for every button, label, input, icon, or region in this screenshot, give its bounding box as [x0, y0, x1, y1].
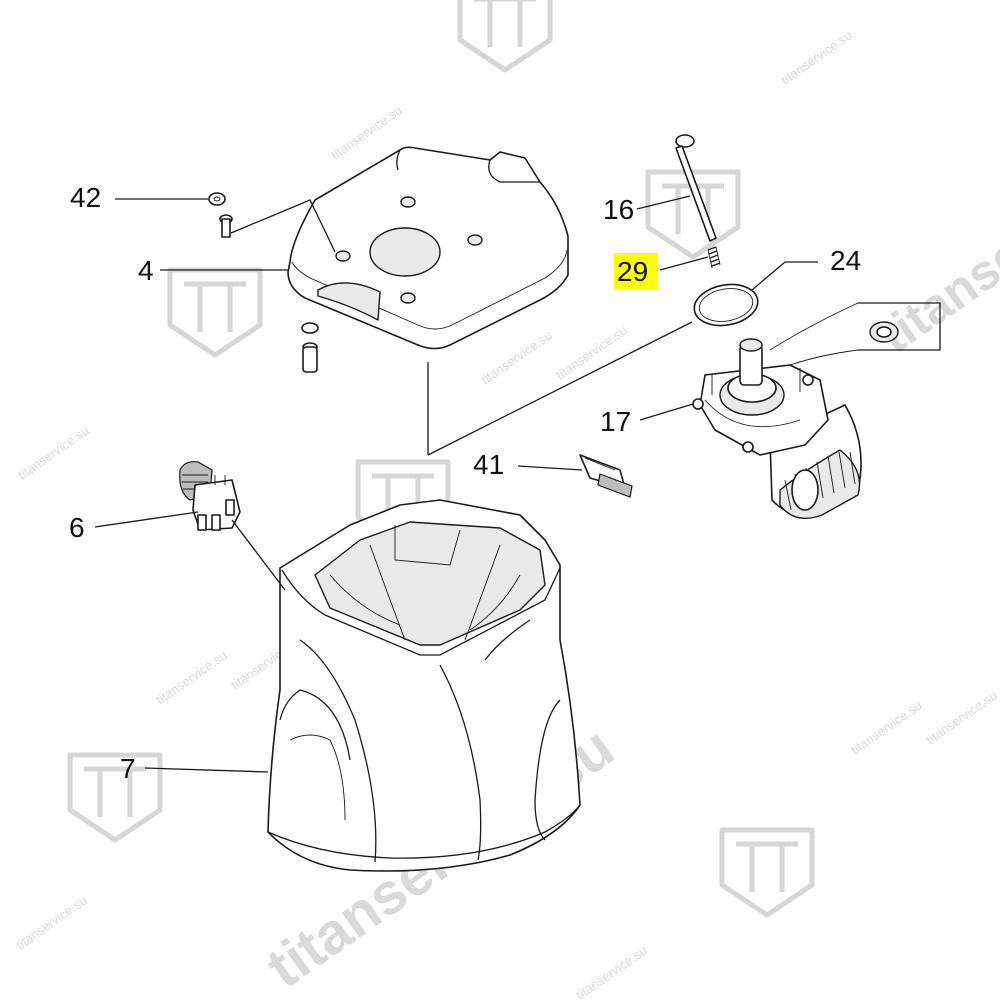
part-41-microswitch — [579, 454, 633, 498]
callout-7: 7 — [120, 753, 136, 784]
leader-17 — [639, 403, 694, 421]
assembly-line-6 — [231, 519, 286, 591]
callout-16: 16 — [603, 194, 634, 225]
part-29-spring — [707, 246, 721, 269]
titan-t-logo-icon — [460, 0, 550, 70]
cover-center-hole — [369, 227, 441, 277]
watermark-text: titanservice.su — [778, 28, 855, 88]
cover-screw-hole — [400, 292, 416, 304]
leader-lines — [94, 195, 818, 773]
callout-17: 17 — [600, 406, 631, 437]
bushing-detail-inset — [769, 302, 941, 366]
watermark-text: titanservice.su — [573, 943, 650, 1000]
assembly-line-42 — [230, 199, 336, 253]
watermark-text: titanservice.su — [15, 423, 92, 483]
callout-41: 41 — [473, 449, 504, 480]
part-17-motor — [692, 338, 862, 519]
part-4-top-cover — [287, 146, 569, 350]
leader-16 — [636, 195, 691, 210]
watermark-text: titanservice.su — [153, 648, 230, 708]
watermark-text: titanservice.su — [923, 688, 1000, 748]
callout-24: 24 — [830, 245, 861, 276]
titan-t-logo-icon — [170, 270, 260, 355]
callout-42: 42 — [70, 182, 101, 213]
part-7-housing — [267, 499, 581, 872]
cover-screw-hole — [467, 234, 483, 246]
callout-6: 6 — [69, 512, 85, 543]
assembly-line-motor — [427, 321, 693, 456]
cover-bottom-screw — [301, 322, 319, 373]
leader-6 — [94, 511, 199, 528]
titan-t-logo-icon — [722, 830, 812, 915]
callout-29-highlight — [614, 253, 658, 289]
watermark-text: titanservice.su — [848, 698, 925, 758]
callout-4: 4 — [138, 255, 154, 286]
callout-29: 29 — [617, 256, 648, 287]
leader-24 — [751, 261, 818, 291]
part-6-switch — [179, 461, 241, 531]
leader-41 — [517, 465, 583, 471]
watermark-text: titanservice.su — [553, 323, 630, 383]
cover-screw-hole — [335, 250, 351, 262]
part-42-washer-screw — [208, 192, 233, 238]
leader-7 — [144, 767, 269, 773]
leader-29 — [659, 256, 709, 271]
cover-screw-hole — [400, 196, 416, 208]
part-16-pin — [675, 134, 717, 242]
callout-labels: 42 4 6 7 16 29 24 17 41 — [69, 182, 861, 784]
watermark-text: titanservice.su — [478, 328, 555, 388]
part-24-o-ring — [693, 283, 759, 327]
watermark-text: titanservice.su — [13, 893, 90, 953]
